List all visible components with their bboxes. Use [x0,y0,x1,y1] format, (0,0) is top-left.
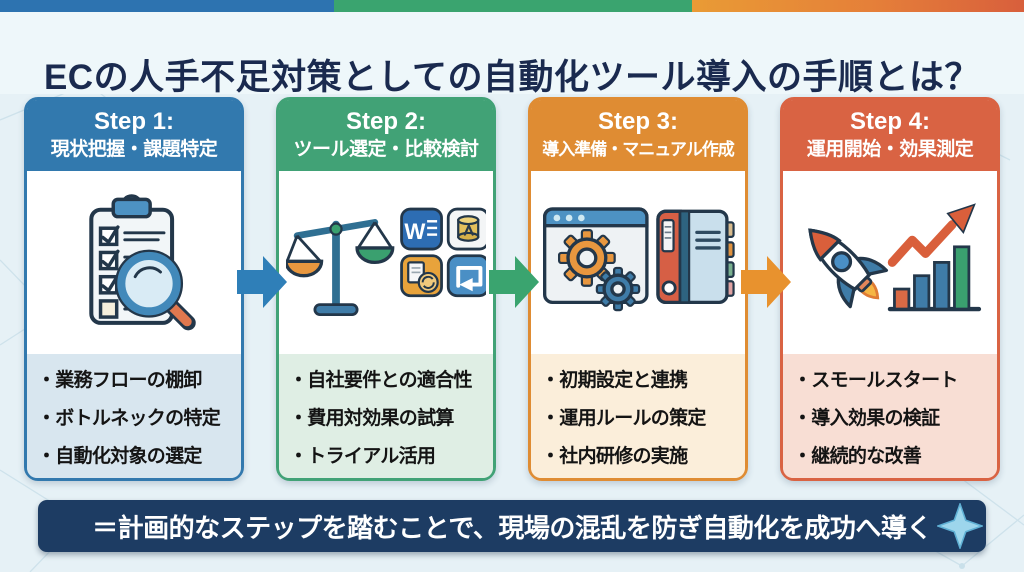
step-card-2: Step 2: ツール選定・比較検討 W [276,97,496,481]
clipboard-checklist-magnifier-icon [27,171,241,356]
step-1-header: Step 1: 現状把握・課題特定 [27,100,241,171]
step-4-header: Step 4: 運用開始・効果測定 [783,100,997,171]
list-item: ・初期設定と連携 [541,370,688,391]
list-item: ・業務フローの棚卸 [37,370,202,391]
step-label: Step 3: [597,108,678,135]
step-subtitle: 導入準備・マニュアル作成 [542,140,735,159]
list-item: ・トライアル活用 [289,446,436,467]
step-3-header: Step 3: 導入準備・マニュアル作成 [531,100,745,171]
step-3-items: ・初期設定と連携 ・運用ルールの策定 ・社内研修の実施 [531,354,745,478]
step-2-items: ・自社要件との適合性 ・費用対効果の試算 ・トライアル活用 [279,354,493,478]
flow-arrow-icon-3 [741,256,791,308]
flow-arrow-icon-2 [489,256,539,308]
list-item: ・費用対効果の試算 [289,408,454,429]
step-subtitle: ツール選定・比較検討 [293,139,479,160]
list-item: ・導入効果の検証 [793,408,940,429]
sparkle-icon [937,503,983,549]
step-label: Step 4: [849,108,930,135]
top-bar-segment-blue [0,0,334,12]
settings-window-manual-icon [531,171,745,356]
balance-scale-app-comparison-icon: W [279,171,493,356]
list-item: ・継続的な改善 [793,446,922,467]
step-2-header: Step 2: ツール選定・比較検討 [279,100,493,171]
list-item: ・自社要件との適合性 [289,370,473,391]
footer-banner: ＝計画的なステップを踏むことで、現場の混乱を防ぎ自動化を成功へ導く [38,500,986,552]
step-label: Step 1: [93,108,174,135]
step-subtitle: 現状把握・課題特定 [50,139,218,160]
page-title: ECの人手不足対策としての自動化ツール導入の手順とは？ [43,58,981,98]
title-band [0,12,1024,94]
step-card-3: Step 3: 導入準備・マニュアル作成 [528,97,748,481]
step-1-items: ・業務フローの棚卸 ・ボトルネックの特定 ・自動化対象の選定 [27,354,241,478]
step-label: Step 2: [345,108,426,135]
step-card-4: Step 4: 運用開始・効果測定 [780,97,1000,481]
list-item: ・自動化対象の選定 [37,446,202,467]
top-color-bar [0,0,1024,12]
list-item: ・ボトルネックの特定 [37,408,221,429]
top-bar-segment-orange [692,0,1024,12]
flow-arrow-icon-1 [237,256,287,308]
top-bar-segment-green [333,0,693,12]
step-card-1: Step 1: 現状把握・課題特定 [24,97,244,481]
footer-text: ＝計画的なステップを踏むことで、現場の混乱を防ぎ自動化を成功へ導く [92,512,932,543]
step-4-items: ・スモールスタート ・導入効果の検証 ・継続的な改善 [783,354,997,478]
step-subtitle: 運用開始・効果測定 [806,139,974,160]
list-item: ・運用ルールの策定 [541,408,706,429]
rocket-growth-chart-icon [783,171,997,356]
svg-text:W: W [404,219,425,244]
list-item: ・スモールスタート [793,370,958,391]
list-item: ・社内研修の実施 [541,446,688,467]
